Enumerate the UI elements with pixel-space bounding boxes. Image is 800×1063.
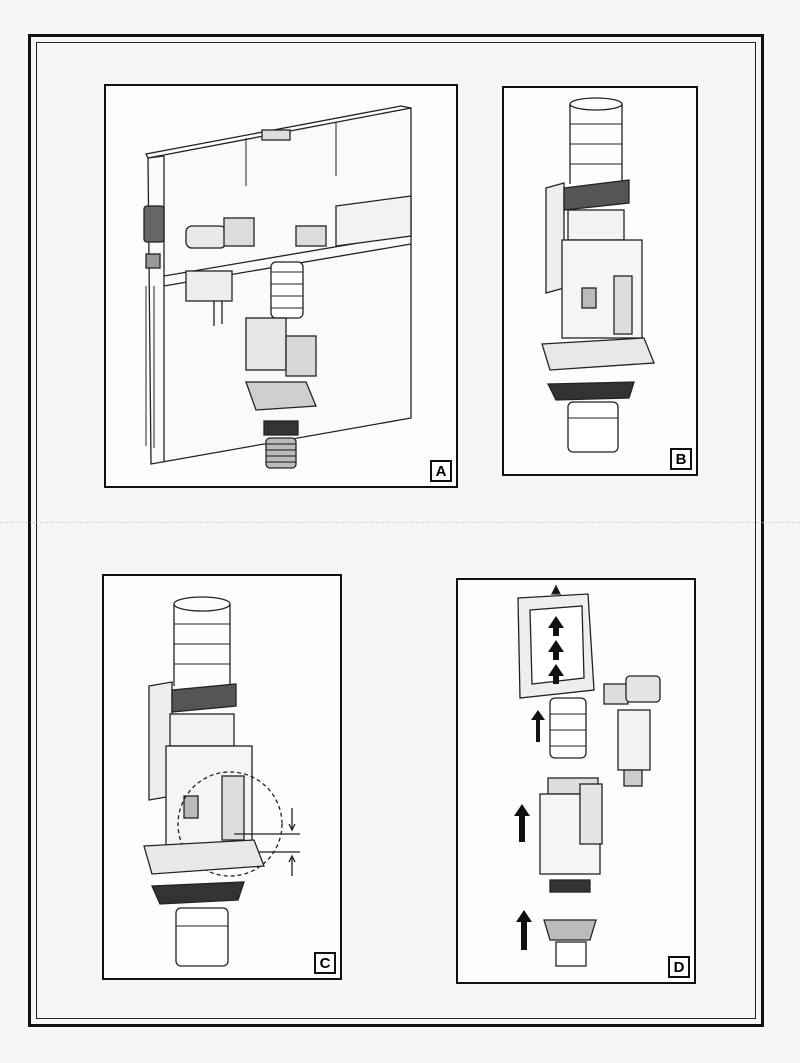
disassembly-illustration (514, 584, 661, 967)
panel-c: C (102, 574, 342, 980)
panel-label-b: B (670, 448, 692, 470)
panel-b: B (502, 86, 698, 476)
flush-valve-adjustment-illustration (143, 596, 300, 967)
inner-frame (36, 42, 756, 1019)
outer-frame (28, 34, 764, 1027)
panel-label-a: A (430, 460, 452, 482)
panel-label-d: D (668, 956, 690, 978)
cistern-frame-illustration (143, 105, 412, 469)
panel-d: D (456, 578, 696, 984)
panel-label-c: C (314, 952, 336, 974)
panel-a: A (104, 84, 458, 488)
flush-valve-illustration (541, 97, 655, 453)
scan-fold-line (0, 522, 800, 537)
